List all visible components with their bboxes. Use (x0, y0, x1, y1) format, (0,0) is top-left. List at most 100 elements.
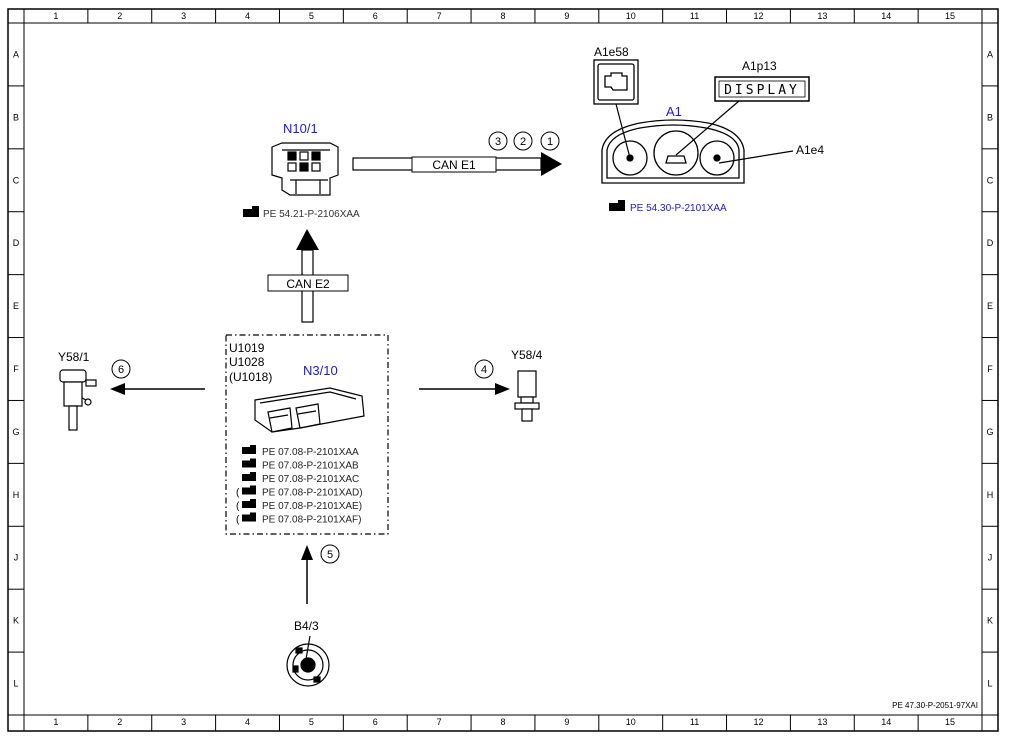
n10-1-label: N10/1 (283, 121, 318, 136)
y58-4-valve-icon (514, 370, 540, 422)
signal-6-label: 6 (118, 364, 124, 376)
outer-frame (7, 8, 999, 732)
a1e4-label: A1e4 (796, 143, 824, 157)
grid-column-label: 9 (564, 11, 569, 21)
a1p13-label: A1p13 (742, 59, 777, 73)
grid-row-label: E (13, 301, 19, 311)
ref-hand-icon-finger (250, 485, 256, 489)
grid-row-label: D (987, 238, 994, 248)
grid-row-label: K (987, 616, 993, 626)
grid-row-label: B (987, 112, 993, 122)
ref-hand-icon-finger (250, 445, 256, 448)
grid-column-label: 15 (945, 717, 955, 727)
signal-marker-6 (111, 359, 131, 379)
b4-3-sensor-icon (286, 635, 330, 687)
ref-hand-icon-finger (250, 458, 256, 462)
ecu-module-icon (254, 387, 365, 433)
grid-row-label: H (13, 490, 20, 500)
ref-hand-icon-finger (250, 499, 256, 502)
signal-2-label: 2 (520, 136, 526, 148)
n3-10-ref-3: PE 07.08-P-2101XAD) (262, 488, 363, 499)
grid-column-label: 14 (881, 717, 891, 727)
ref-hand-icon (609, 200, 625, 211)
n3-10-ref-0: PE 07.08-P-2101XAA (262, 447, 359, 458)
grid-row-label: L (13, 679, 18, 689)
signal-marker-2 (513, 131, 533, 151)
check-engine-lamp-icon (593, 59, 639, 105)
ref-hand-icon (242, 514, 256, 522)
grid-column-label: 11 (690, 11, 699, 21)
n3-10-ref-1: PE 07.08-P-2101XAB (262, 461, 359, 472)
grid-column-label: 2 (117, 11, 122, 21)
ref-hand-icon-finger (250, 472, 256, 475)
grid-column-label: 5 (309, 11, 314, 21)
signal-3-label: 3 (495, 136, 501, 148)
arrow-to-y58-4 (419, 383, 510, 395)
display-box-icon (714, 76, 810, 102)
signal-marker-5 (320, 544, 340, 564)
grid-column-label: 13 (817, 11, 827, 21)
grid-column-label: 5 (309, 717, 314, 727)
grid-row-label: D (13, 238, 20, 248)
grid-row-label: L (987, 679, 992, 689)
can-e2-label: CAN E2 (286, 277, 330, 291)
a1e58-label: A1e58 (594, 45, 629, 59)
n3-10-dashed-boundary (225, 334, 389, 535)
grid-column-label: 1 (53, 717, 58, 727)
ref-hand-icon (242, 447, 256, 454)
grid-column-label: 12 (753, 11, 763, 21)
grid-column-label: 8 (500, 11, 505, 21)
ref-open-paren: ( (236, 515, 240, 526)
grid-labels: 1122334455667788991010111112121313141415… (12, 11, 993, 727)
ref-hand-icon (243, 206, 259, 217)
arrow-to-y58-1 (110, 383, 205, 395)
grid-row-label: J (14, 553, 19, 563)
grid-column-label: 9 (564, 717, 569, 727)
grid-row-label: C (13, 175, 20, 185)
grid-column-label: 3 (181, 11, 186, 21)
signal-marker-4 (474, 359, 494, 379)
signal-5-label: 5 (327, 549, 333, 561)
y58-4-label: Y58/4 (511, 348, 543, 362)
grid-row-label: B (13, 112, 19, 122)
n10-1-ref: PE 54.21-P-2106XAA (263, 209, 360, 220)
signal-1-label: 1 (547, 136, 553, 148)
n3-10-ref-list: PE 07.08-P-2101XAA PE 07.08-P-2101XAB PE 0… (236, 445, 363, 526)
grid-column-label: 13 (817, 717, 827, 727)
grid-column-label: 6 (373, 717, 378, 727)
ref-hand-icon (242, 487, 256, 495)
grid-row-label: F (987, 364, 993, 374)
inner-frame (23, 22, 983, 716)
grid-row-label: F (13, 364, 19, 374)
grid-column-label: 14 (881, 11, 891, 21)
grid-row-label: A (13, 49, 19, 59)
ref-open-paren: ( (236, 488, 240, 499)
n3-10-code-0: U1019 (229, 341, 265, 355)
grid-column-label: 6 (373, 11, 378, 21)
grid-column-label: 7 (437, 717, 442, 727)
n3-10-code-1: U1028 (229, 355, 265, 369)
n3-10-code-2: (U1018) (229, 370, 272, 384)
arrow-from-b4-3 (301, 545, 313, 604)
grid-column-label: 12 (753, 717, 763, 727)
grid-column-label: 11 (690, 717, 699, 727)
signal-marker-1 (540, 131, 560, 151)
grid-row-label: G (986, 427, 993, 437)
n10-1-module-icon (271, 142, 339, 196)
ref-hand-icon (242, 474, 256, 481)
instrument-cluster-icon (601, 119, 745, 184)
grid-column-label: 4 (245, 717, 250, 727)
grid-row-label: H (987, 490, 994, 500)
grid-column-label: 4 (245, 11, 250, 21)
ref-hand-icon-finger (250, 512, 256, 516)
signal-4-label: 4 (481, 364, 487, 376)
can-e2-arrow (267, 229, 349, 323)
grid-column-label: 10 (626, 717, 636, 727)
a1-label: A1 (666, 104, 682, 119)
grid-ticks (8, 9, 998, 731)
can-e1-arrow (352, 152, 562, 176)
grid-row-label: K (13, 616, 19, 626)
can-e1-label: CAN E1 (432, 158, 476, 172)
grid-row-label: A (987, 49, 993, 59)
